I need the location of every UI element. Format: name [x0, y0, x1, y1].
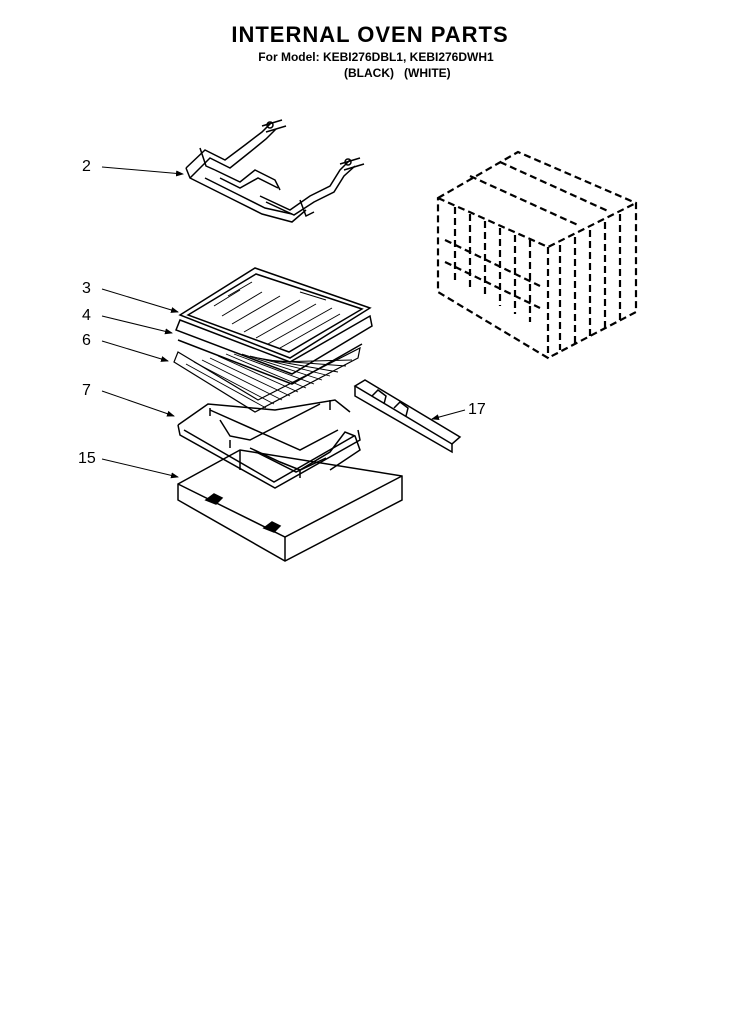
callout-7[interactable]: 7 [82, 382, 91, 399]
broiler-pan-part-4 [175, 314, 373, 385]
oven-rack-part-6 [173, 346, 361, 413]
callout-6[interactable]: 6 [82, 332, 91, 349]
oven-rack-frame-part-7 [177, 399, 361, 489]
leader-15 [101, 458, 179, 479]
callout-2[interactable]: 2 [82, 158, 91, 175]
leader-3 [101, 288, 179, 313]
model-line: For Model: KEBI276DBL1, KEBI276DWH1 [258, 50, 494, 64]
leader-6 [101, 340, 169, 362]
broiler-pan-grid-part-3 [178, 267, 372, 359]
variant-white: (WHITE) [404, 66, 451, 80]
leader-17 [431, 409, 466, 421]
callout-3[interactable]: 3 [82, 280, 91, 297]
callout-4[interactable]: 4 [82, 307, 91, 324]
oven-cavity-outline [436, 150, 638, 360]
callout-17[interactable]: 17 [468, 401, 486, 418]
leader-7 [101, 390, 175, 417]
page-title: INTERNAL OVEN PARTS [231, 22, 509, 47]
storage-drawer-part-15 [177, 449, 403, 562]
leader-2 [101, 166, 184, 177]
rack-support-part-17 [353, 379, 462, 454]
heating-element-part-2 [185, 119, 365, 223]
color-variants: (BLACK) (WHITE) [344, 66, 451, 80]
callout-15[interactable]: 15 [78, 450, 96, 467]
leader-lines [101, 166, 466, 479]
leader-4 [101, 315, 173, 335]
variant-black: (BLACK) [344, 66, 394, 80]
